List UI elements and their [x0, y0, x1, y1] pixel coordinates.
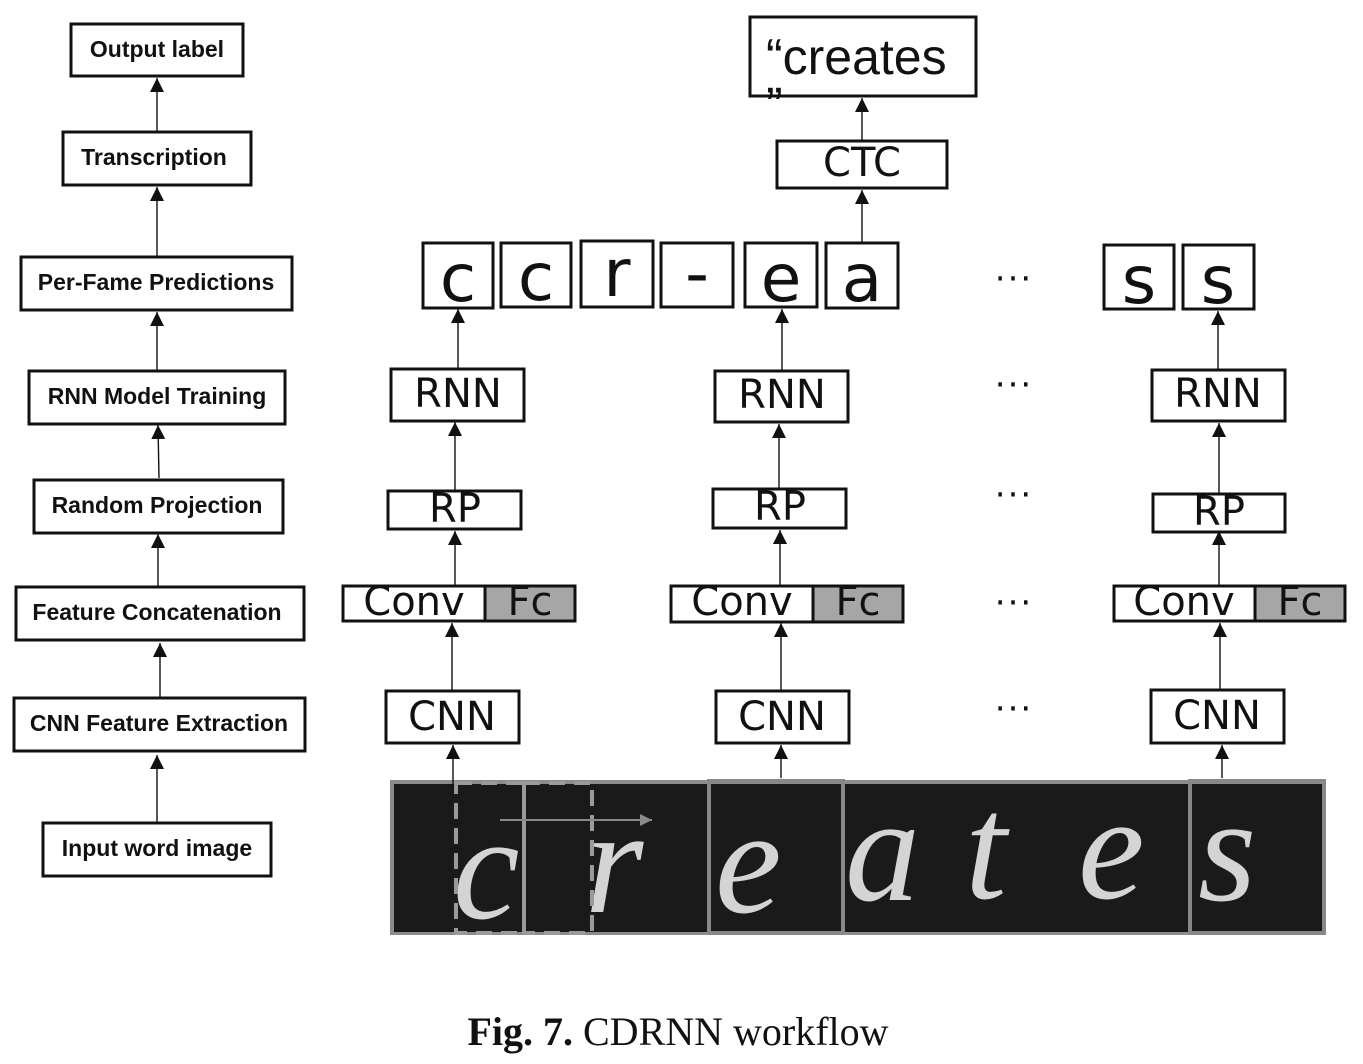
- output-box: “creates ”: [748, 15, 978, 133]
- ellipsis: ···: [995, 689, 1033, 729]
- ellipsis: ···: [995, 365, 1033, 405]
- frame-prediction-char: c: [518, 239, 554, 316]
- ellipsis: ···: [995, 259, 1033, 299]
- step-label: Feature Concatenation: [32, 599, 281, 625]
- cnn-label: CNN: [738, 694, 826, 740]
- pipeline-arrow: [151, 424, 166, 479]
- step-random-projection: Random Projection: [32, 478, 285, 535]
- frame-prediction-char: s: [1201, 242, 1235, 319]
- fc-label: Fc: [508, 579, 553, 625]
- frame-prediction-char: r: [603, 235, 631, 312]
- frame-prediction-char: -: [685, 235, 709, 312]
- fc-label: Fc: [1278, 579, 1323, 625]
- rp-label: RP: [1193, 489, 1245, 535]
- ellipsis: ···: [995, 583, 1033, 623]
- frame-predictions: c c r - e a s s: [421, 235, 1256, 319]
- step-label: Per-Fame Predictions: [38, 269, 274, 295]
- ellipsis: ···: [995, 475, 1033, 515]
- caption-label: Fig. 7.: [467, 1009, 573, 1054]
- frame-prediction-box: -: [659, 235, 735, 312]
- frame-prediction-box: e: [743, 240, 819, 317]
- rnn-label: RNN: [1174, 371, 1262, 417]
- figure-caption: Fig. 7. CDRNN workflow: [467, 1009, 888, 1054]
- module-column-3: CNN Conv Fc RP RNN: [1112, 311, 1347, 778]
- image-letter: e: [1078, 765, 1145, 931]
- step-label: Input word image: [62, 835, 252, 861]
- rp-label: RP: [754, 484, 806, 530]
- image-letter: e: [715, 779, 782, 945]
- rnn-box: RNN: [1150, 368, 1287, 423]
- sliding-window: [1188, 779, 1326, 935]
- conv-label: Conv: [1133, 579, 1234, 625]
- step-input-word-image: Input word image: [41, 821, 273, 878]
- step-per-frame-predictions: Per-Fame Predictions: [19, 255, 294, 312]
- sliding-window: [454, 781, 526, 935]
- sliding-window: [522, 781, 594, 935]
- conv-label: Conv: [363, 579, 464, 625]
- conv-fc-box: Conv Fc: [341, 579, 577, 625]
- rp-label: RP: [429, 486, 481, 532]
- rp-box: RP: [1151, 489, 1287, 535]
- rp-box: RP: [711, 484, 848, 530]
- frame-prediction-char: s: [1122, 242, 1156, 319]
- cnn-box: CNN: [714, 689, 851, 745]
- frame-prediction-box: s: [1102, 242, 1176, 319]
- cnn-box: CNN: [384, 689, 521, 745]
- module-column-1: CNN Conv Fc RP RNN: [341, 309, 577, 788]
- rnn-label: RNN: [414, 371, 502, 417]
- cnn-label: CNN: [408, 694, 496, 740]
- ctc-label: CTC: [823, 140, 901, 186]
- step-transcription: Transcription: [61, 130, 253, 187]
- image-letter: s: [1198, 767, 1256, 933]
- module-column-2: CNN Conv Fc RP RNN: [669, 309, 905, 778]
- step-label: Transcription: [81, 144, 227, 170]
- frame-prediction-box: c: [499, 239, 573, 316]
- cnn-box: CNN: [1149, 688, 1286, 745]
- step-label: Output label: [90, 36, 224, 62]
- image-letter: c: [453, 785, 520, 951]
- output-closing-quote: ”: [766, 77, 783, 133]
- output-text: “creates: [766, 29, 947, 85]
- rnn-label: RNN: [738, 372, 826, 418]
- frame-prediction-box: s: [1181, 242, 1256, 319]
- conv-fc-box: Conv Fc: [1112, 579, 1347, 625]
- rp-box: RP: [386, 486, 523, 532]
- image-letter: t: [965, 765, 1010, 931]
- image-letter: a: [845, 767, 920, 933]
- rnn-box: RNN: [713, 369, 850, 424]
- step-rnn-model-training: RNN Model Training: [27, 369, 287, 426]
- step-output-label: Output label: [69, 22, 245, 78]
- pipeline-column: Input word image CNN Feature Extraction …: [12, 22, 307, 878]
- ctc-box: CTC: [775, 139, 949, 190]
- word-image: c r e a t e s: [390, 765, 1326, 951]
- frame-prediction-char: e: [761, 240, 802, 317]
- frame-prediction-char: c: [440, 240, 476, 317]
- step-label: Random Projection: [52, 492, 263, 518]
- sliding-window: [707, 779, 845, 935]
- rnn-box: RNN: [389, 367, 526, 423]
- step-feature-concatenation: Feature Concatenation: [14, 585, 306, 642]
- step-label: CNN Feature Extraction: [30, 710, 288, 736]
- caption-text: CDRNN workflow: [583, 1009, 889, 1054]
- frame-prediction-box: r: [579, 235, 655, 312]
- image-letter: r: [585, 779, 644, 945]
- step-cnn-feature-extraction: CNN Feature Extraction: [12, 696, 307, 753]
- conv-label: Conv: [691, 579, 792, 625]
- cnn-label: CNN: [1173, 693, 1261, 739]
- frame-prediction-char: a: [842, 240, 882, 317]
- frame-prediction-box: c: [421, 240, 495, 317]
- conv-fc-box: Conv Fc: [669, 579, 905, 625]
- fc-label: Fc: [836, 579, 881, 625]
- frame-prediction-box: a: [824, 240, 900, 317]
- step-label: RNN Model Training: [48, 383, 267, 409]
